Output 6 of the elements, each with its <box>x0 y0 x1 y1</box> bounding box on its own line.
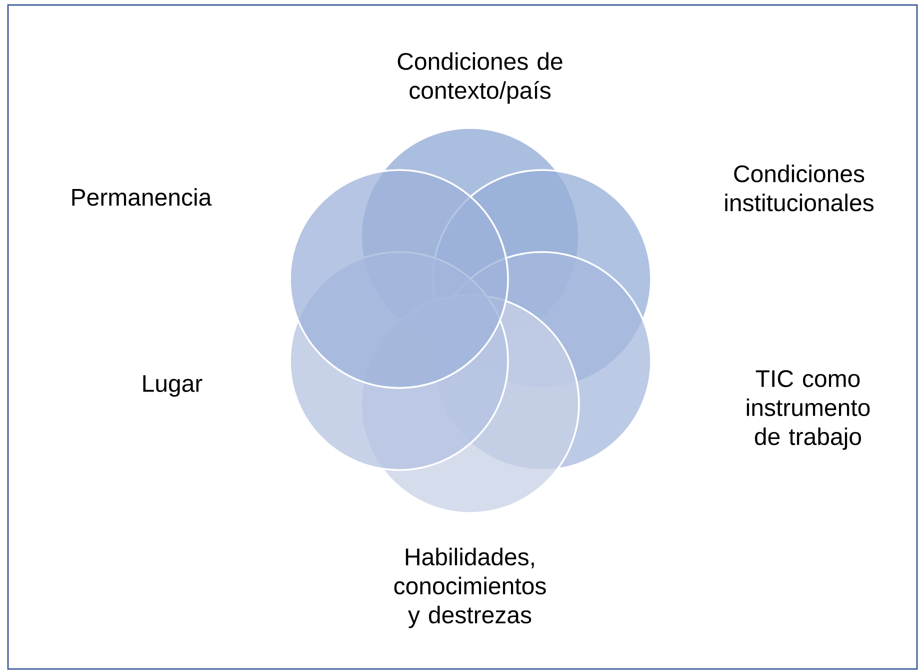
circle-label: Condiciones institucionales <box>725 164 874 212</box>
circle-label: Permanencia <box>72 188 212 206</box>
circle-label: TIC como instrumento de trabajo <box>746 370 870 450</box>
circle-label: Condiciones de contexto/país <box>398 52 562 104</box>
circle-label: Habilidades, conocimientos y destrezas <box>394 548 546 628</box>
circle-label: Lugar <box>143 375 202 397</box>
